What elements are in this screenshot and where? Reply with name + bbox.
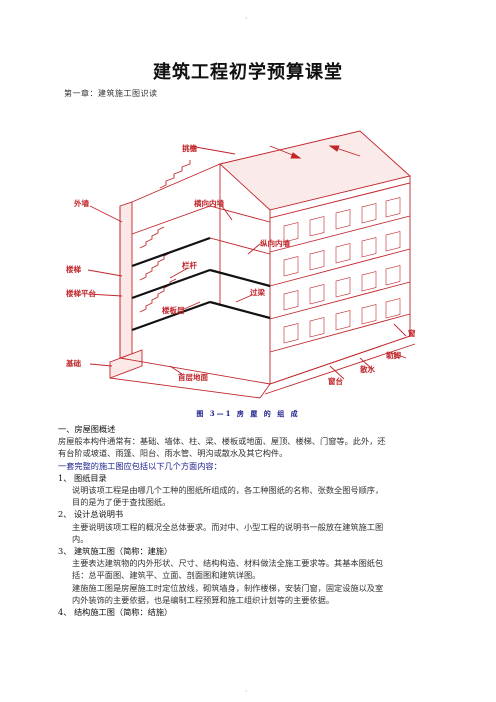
body-line: 1、 图纸目录 — [58, 472, 107, 483]
label-foundation: 基础 — [65, 358, 81, 368]
page-title: 建筑工程初学预算课堂 — [153, 62, 343, 83]
body-line: 说明该项工程是由哪几个工种的图纸所组成的，各工种图纸的名称、张数全图号顺序， — [72, 485, 384, 496]
body-line: 主要表达建筑物的内外形状、尺寸、结构构造、材料做法全施工要求等。其基本图纸包 — [72, 558, 384, 569]
label-railing: 栏杆 — [182, 260, 197, 270]
label-cross-wall: 横向内墙 — [194, 198, 224, 208]
body-line: 一套完整的施工图应包括以下几个方面内容： — [58, 460, 222, 471]
label-roof: 挑檐 — [182, 143, 197, 153]
label-parapet: 外墙 — [74, 198, 89, 208]
label-floor-slab: 楼板层 — [162, 305, 185, 315]
chapter-heading: 第一章：建筑施工图识读 — [64, 89, 158, 98]
body-line: 内。 — [72, 533, 89, 544]
body-line: 3、 建筑施工图（简称：建施） — [58, 546, 173, 557]
label-drain: 散水 — [360, 364, 375, 374]
body-line: 房屋般本构件通常有：基础、墙体、柱、梁、楼板或地面、屋顶、楼梯、门窗等。此外，还 — [58, 436, 386, 447]
figure-labels: 挑檐 外墙 横向内墙 纵向内墙 楼梯 楼梯平台 栏杆 楼板层 过梁 基础 首层地… — [65, 143, 416, 386]
body-line: 建施施工图是房屋施工时定位放线，砌筑墙身，制作楼梯，安装门窗，固定设施以及室 — [72, 582, 384, 593]
header-dot: · — [245, 14, 248, 23]
body-text: 一、房屋图概述房屋般本构件通常有：基础、墙体、柱、梁、楼板或地面、屋顶、楼梯、门… — [58, 423, 438, 618]
label-stair: 楼梯 — [66, 264, 81, 274]
body-line: 主要说明该项工程的概况全总体要求。而对中、小型工程的说明书一般放在建筑施工图 — [72, 521, 384, 532]
body-line: 括：总平面图、建筑平、立面、剖面图和建筑详图。 — [72, 570, 261, 581]
body-line: 目的是为了便于查找图纸。 — [72, 497, 171, 508]
label-long-wall: 纵向内墙 — [260, 238, 290, 248]
label-window: 窗 — [408, 328, 416, 338]
body-line: 内外装饰的主要依据，也是编制工程预算和施工组织计划等的主要依据。 — [72, 594, 335, 605]
body-line: 一、房屋图概述 — [58, 424, 116, 434]
label-landing: 楼梯平台 — [66, 288, 96, 298]
body-line: 4、 结构施工图（简称：结施） — [58, 607, 173, 618]
label-sill: 窗台 — [328, 376, 343, 386]
building-illustration: 挑檐 外墙 横向内墙 纵向内墙 楼梯 楼梯平台 栏杆 楼板层 过梁 基础 首层地… — [65, 130, 416, 399]
building-figure: 挑檐 外墙 横向内墙 纵向内墙 楼梯 楼梯平台 栏杆 楼板层 过梁 基础 首层地… — [60, 126, 440, 404]
footer-dot: · — [245, 687, 248, 696]
figure-caption: 图 3—1 房 屋 的 组 成 — [196, 409, 300, 418]
label-ground: 首层地面 — [178, 372, 208, 382]
body-line: 2、 设计总说明书 — [58, 509, 124, 520]
body-line: 有台阶或坡道、雨篷、阳台、雨水管、明沟或散水及其它构件。 — [58, 448, 288, 459]
label-plinth: 勒脚 — [386, 350, 401, 360]
building-drawing — [87, 130, 416, 399]
label-beam: 过梁 — [250, 287, 265, 297]
